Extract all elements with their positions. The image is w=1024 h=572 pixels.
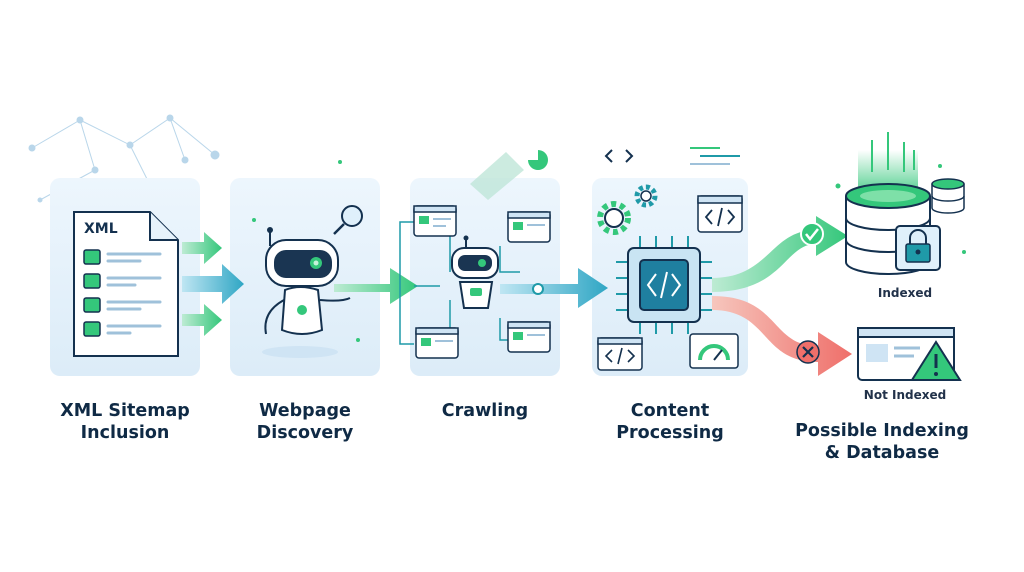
robot-icon (262, 227, 351, 358)
gauge-icon (689, 333, 739, 369)
stage-label-crawling: Crawling (410, 400, 560, 422)
arrow-crawling-to-processing (500, 268, 608, 308)
stage-label-line: Possible Indexing (795, 421, 969, 441)
stage-label-sitemap: XML Sitemap Inclusion (50, 400, 200, 444)
stage-label-line: Crawling (441, 401, 529, 421)
code-icon (83, 249, 101, 337)
stage-label-processing: Content Processing (592, 400, 748, 444)
browser-window-icon (507, 211, 551, 243)
stage-label-discovery: Webpage Discovery (230, 400, 380, 444)
arrow-to-indexed (712, 216, 848, 292)
stage-label-indexing: Possible Indexing & Database (784, 420, 980, 464)
arrow-discovery-to-crawling (334, 268, 418, 304)
code-lines-decoration (604, 147, 740, 165)
not-indexed-label: Not Indexed (863, 388, 947, 402)
browser-window-icon (415, 327, 459, 359)
xml-badge: XML (84, 221, 118, 237)
robot-icon (451, 235, 499, 309)
code-window-icon (597, 337, 643, 371)
sparkle-decoration (252, 160, 360, 342)
stage-label-line: & Database (824, 443, 940, 463)
stage-label-line: XML Sitemap (60, 401, 190, 421)
xml-document (73, 211, 179, 357)
arrows-sitemap-to-discovery (182, 232, 244, 336)
tag-decoration (470, 150, 548, 200)
gear-icon (597, 184, 658, 235)
warning-icon (910, 340, 962, 381)
stage-label-line: Content (630, 401, 710, 421)
database-icon (931, 178, 965, 214)
browser-window-icon (507, 321, 551, 353)
check-icon (800, 222, 824, 246)
lock-icon (895, 225, 941, 271)
magnifier-icon (333, 205, 363, 235)
stage-label-line: Processing (616, 423, 724, 443)
stage-label-line: Webpage (259, 401, 351, 421)
code-window-icon (697, 195, 743, 233)
browser-window-icon (413, 205, 457, 237)
arrow-to-not-indexed (712, 296, 852, 376)
stage-label-line: Inclusion (80, 423, 170, 443)
chip-icon (616, 236, 712, 334)
sparkle-decoration (835, 164, 966, 254)
stage-label-line: Discovery (256, 423, 354, 443)
crawl-graph (399, 205, 551, 359)
network-background (28, 114, 220, 203)
indexed-label: Indexed (877, 286, 933, 300)
